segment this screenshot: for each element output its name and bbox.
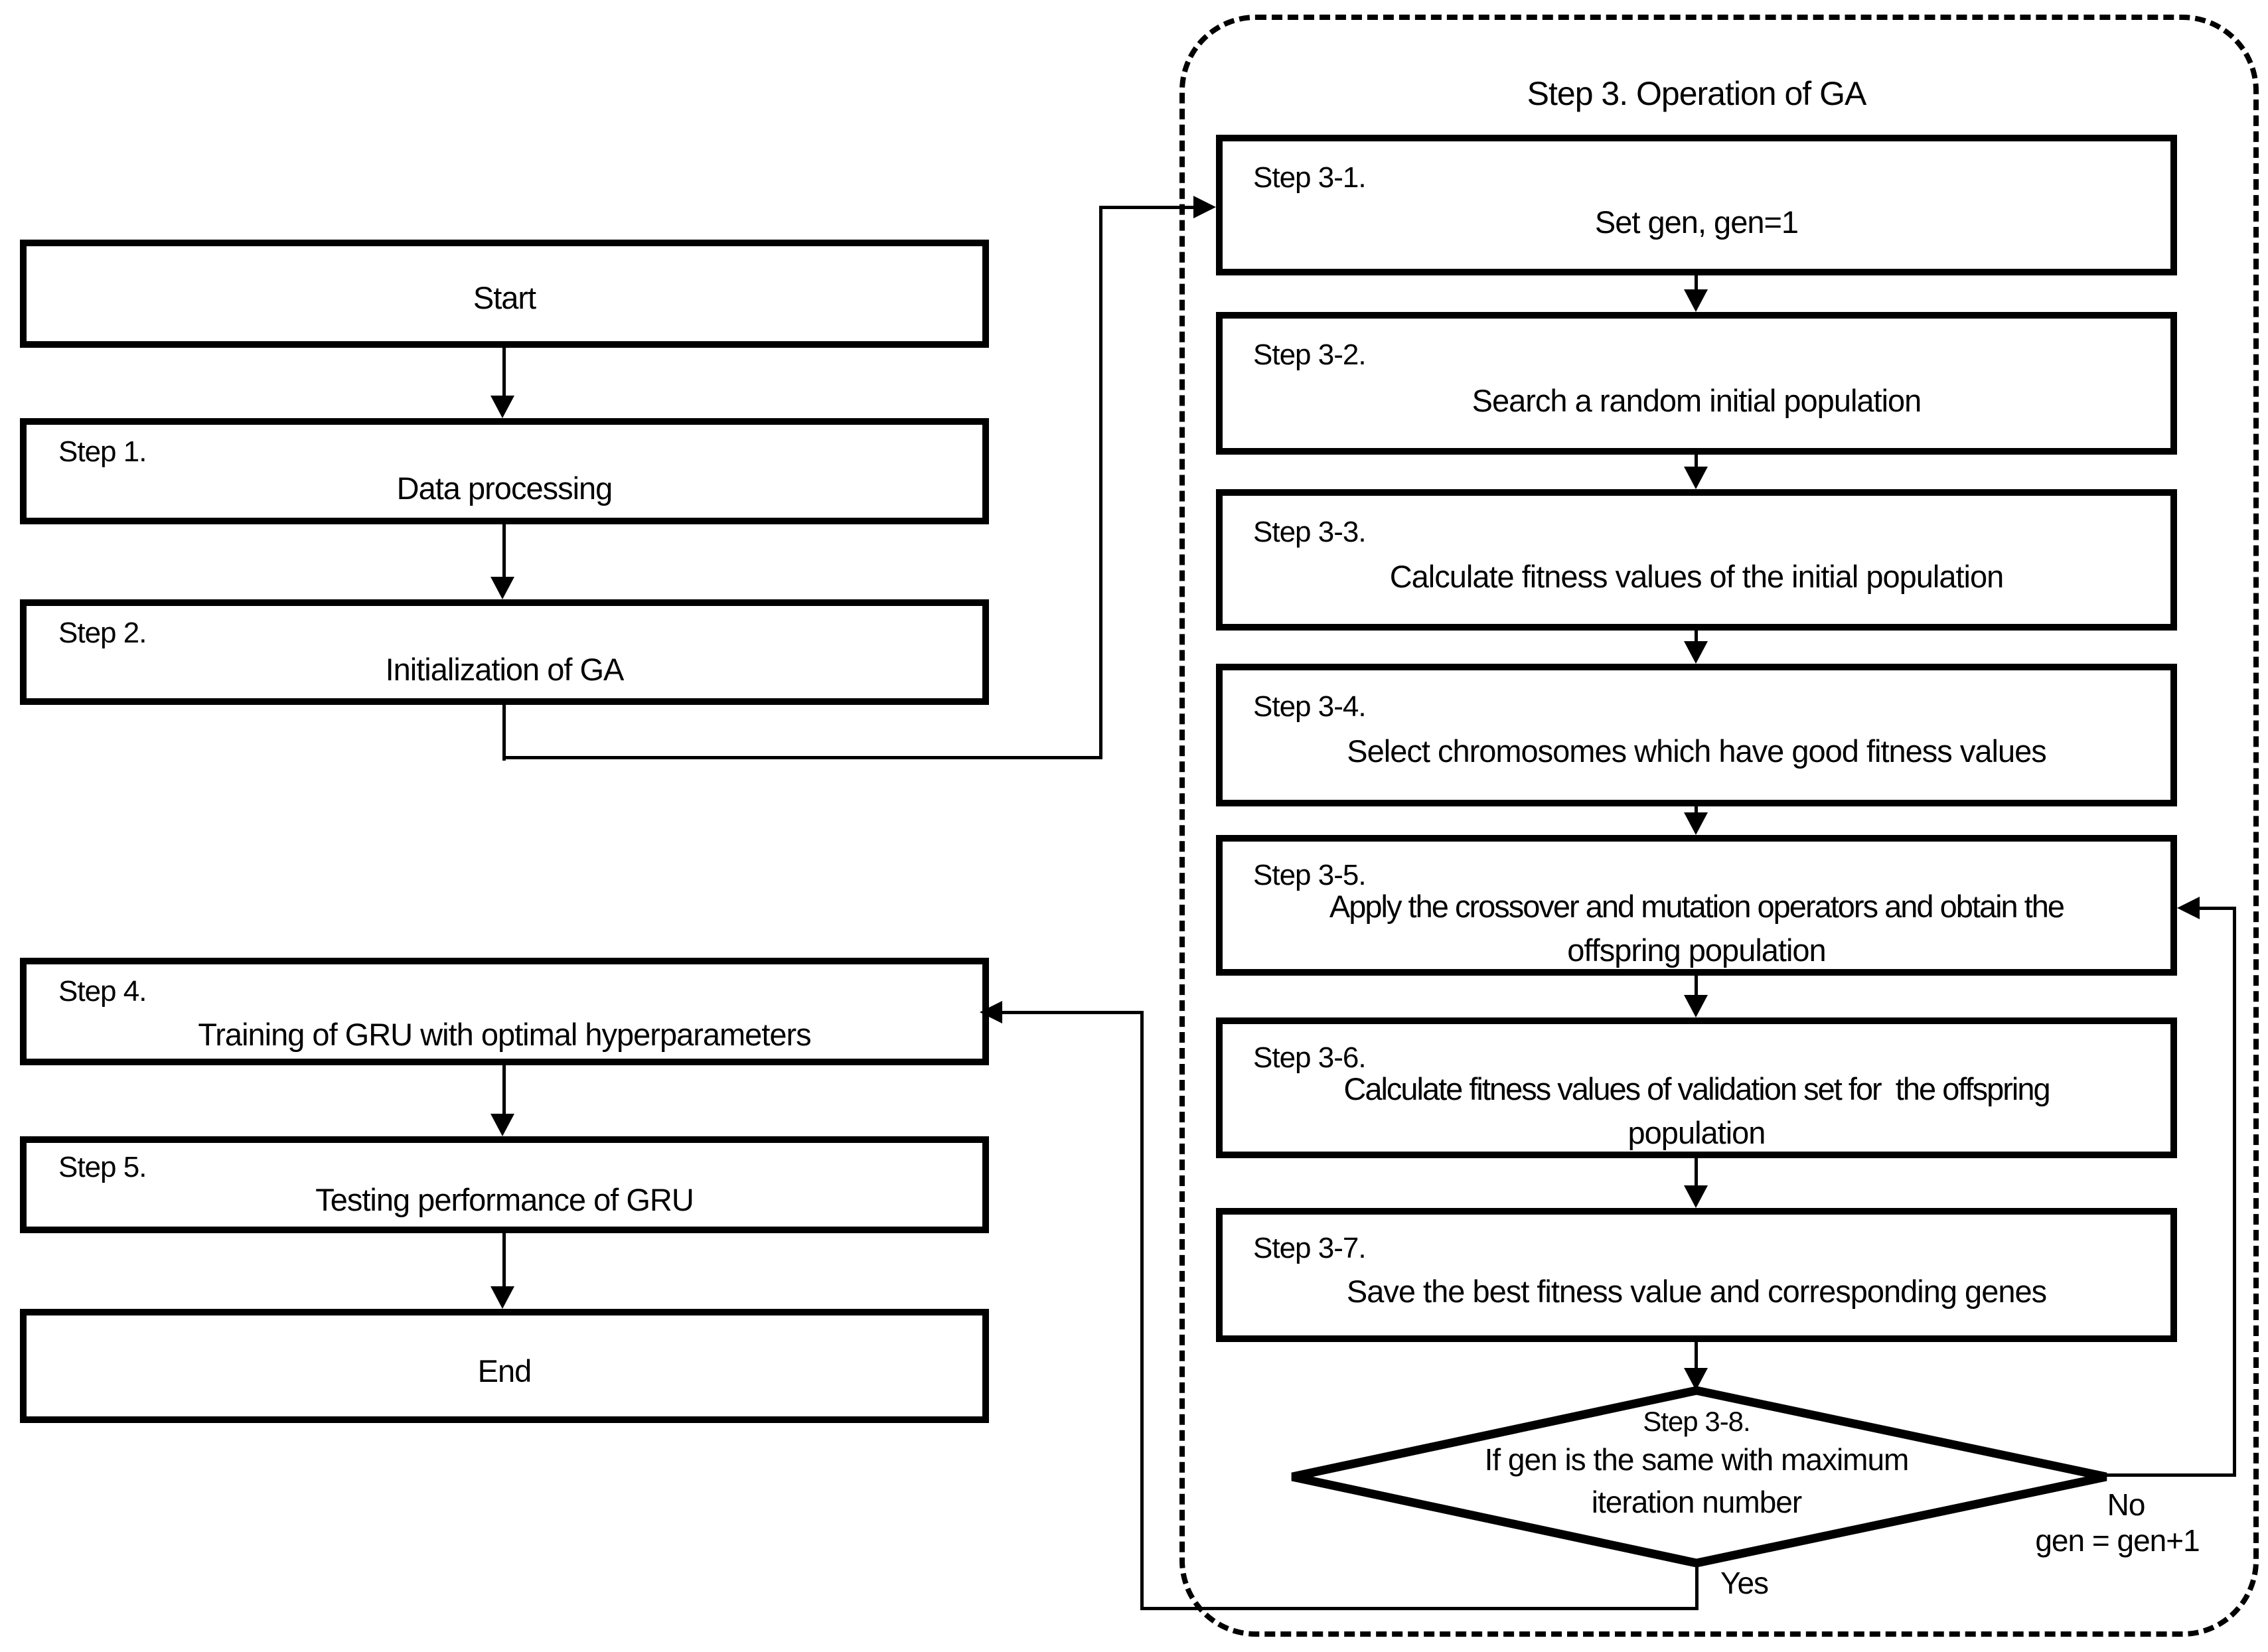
step3-4-label: Step 3-4. bbox=[1253, 690, 1367, 723]
arrow-step3-4-step3-5-head bbox=[1684, 812, 1708, 835]
step3-5-node: Step 3-5. Apply the crossover and mutati… bbox=[1216, 835, 2177, 976]
step3-6-text-line2: population bbox=[1627, 1115, 1766, 1150]
no-label: No bbox=[2107, 1487, 2146, 1522]
step3-7-label: Step 3-7. bbox=[1253, 1232, 1367, 1264]
step1-text: Data processing bbox=[396, 471, 613, 506]
arrow-step3-6-step3-7-line bbox=[1695, 1158, 1698, 1187]
step3-3-label: Step 3-3. bbox=[1253, 516, 1367, 548]
step3-3-node: Step 3-3. Calculate fitness values of th… bbox=[1216, 489, 2177, 631]
step3-4-text: Select chromosomes which have good fitne… bbox=[1347, 733, 2046, 769]
step3-6-node: Step 3-6. Calculate fitness values of va… bbox=[1216, 1017, 2177, 1158]
step1-node: Step 1. Data processing bbox=[20, 418, 989, 524]
arrow-step1-step2-line bbox=[502, 524, 506, 579]
arrow-step1-step2-head bbox=[491, 577, 514, 599]
yes-label: Yes bbox=[1720, 1566, 1769, 1600]
step4-text: Training of GRU with optimal hyperparame… bbox=[198, 1017, 811, 1052]
step3-2-text: Search a random initial population bbox=[1472, 383, 1922, 418]
connector-step2-step3-1-head bbox=[1193, 196, 1216, 218]
step3-5-label: Step 3-5. bbox=[1253, 859, 1367, 891]
step3-6-label: Step 3-6. bbox=[1253, 1041, 1367, 1074]
arrow-step3-5-step3-6-line bbox=[1695, 976, 1698, 997]
step3-7-text: Save the best fitness value and correspo… bbox=[1346, 1274, 2047, 1309]
yes-return-seg1 bbox=[1695, 1561, 1699, 1610]
end-node-text: End bbox=[477, 1353, 532, 1389]
start-node-text: Start bbox=[473, 280, 536, 315]
step3-5-text-line2: offspring population bbox=[1567, 933, 1826, 968]
step3-4-node: Step 3-4. Select chromosomes which have … bbox=[1216, 664, 2177, 806]
step3-7-node: Step 3-7. Save the best fitness value an… bbox=[1216, 1208, 2177, 1342]
arrow-step5-end-head bbox=[491, 1286, 514, 1309]
arrow-step3-7-step3-8-line bbox=[1695, 1342, 1698, 1370]
step4-node: Step 4. Training of GRU with optimal hyp… bbox=[20, 958, 989, 1065]
step3-3-text: Calculate fitness values of the initial … bbox=[1389, 559, 2004, 594]
connector-step2-step3-1-seg1 bbox=[502, 705, 506, 761]
step2-label: Step 2. bbox=[58, 617, 147, 649]
step3-1-label: Step 3-1. bbox=[1253, 161, 1367, 194]
yes-return-seg3 bbox=[1140, 1011, 1144, 1610]
no-loop-seg2 bbox=[2233, 907, 2236, 1476]
step5-text: Testing performance of GRU bbox=[315, 1182, 694, 1217]
ga-dashed-container bbox=[1179, 15, 2259, 1637]
start-node: Start bbox=[20, 240, 989, 348]
no-action-label: gen = gen+1 bbox=[2035, 1523, 2200, 1558]
arrow-step3-4-step3-5-line bbox=[1695, 806, 1698, 816]
connector-step2-step3-1-seg3 bbox=[1099, 206, 1102, 759]
yes-return-head bbox=[980, 1001, 1002, 1023]
step4-label: Step 4. bbox=[58, 975, 147, 1008]
arrow-step3-2-step3-3-line bbox=[1695, 455, 1698, 469]
no-loop-head bbox=[2177, 897, 2200, 919]
yes-return-seg2 bbox=[1140, 1607, 1699, 1610]
step3-5-text-line1: Apply the crossover and mutation operato… bbox=[1329, 889, 2065, 924]
step3-8-text-line1: If gen is the same with maximum bbox=[1484, 1442, 1910, 1477]
arrow-step3-7-step3-8-head bbox=[1684, 1368, 1708, 1390]
step2-text: Initialization of GA bbox=[385, 652, 625, 687]
end-node: End bbox=[20, 1309, 989, 1423]
step3-1-node: Step 3-1. Set gen, gen=1 bbox=[1216, 135, 2177, 275]
arrow-start-step1-line bbox=[502, 348, 506, 400]
arrow-step3-1-step3-2-head bbox=[1684, 289, 1708, 312]
connector-step2-step3-1-seg2 bbox=[502, 756, 1102, 759]
step3-2-label: Step 3-2. bbox=[1253, 338, 1367, 371]
arrow-start-step1-head bbox=[491, 396, 514, 418]
no-loop-seg3 bbox=[2200, 907, 2236, 910]
step3-8-label: Step 3-8. bbox=[1643, 1406, 1750, 1437]
arrow-step3-1-step3-2-line bbox=[1695, 275, 1698, 294]
arrow-step4-step5-head bbox=[491, 1114, 514, 1136]
step2-node: Step 2. Initialization of GA bbox=[20, 599, 989, 705]
arrow-step3-3-step3-4-line bbox=[1695, 631, 1698, 644]
arrow-step5-end-line bbox=[502, 1233, 506, 1289]
connector-step2-step3-1-seg4 bbox=[1099, 206, 1193, 209]
step5-label: Step 5. bbox=[58, 1151, 147, 1183]
step1-label: Step 1. bbox=[58, 435, 147, 468]
arrow-step3-3-step3-4-head bbox=[1684, 641, 1708, 664]
arrow-step3-5-step3-6-head bbox=[1684, 995, 1708, 1017]
step3-2-node: Step 3-2. Search a random initial popula… bbox=[1216, 312, 2177, 455]
step5-node: Step 5. Testing performance of GRU bbox=[20, 1136, 989, 1233]
step3-1-text: Set gen, gen=1 bbox=[1594, 204, 1799, 240]
no-loop-seg1 bbox=[2106, 1473, 2236, 1477]
ga-container-title: Step 3. Operation of GA bbox=[1527, 75, 1867, 112]
yes-return-seg4 bbox=[1002, 1011, 1143, 1014]
step3-8-text-line2: iteration number bbox=[1591, 1485, 1802, 1519]
arrow-step3-2-step3-3-head bbox=[1684, 467, 1708, 489]
step3-6-text-line1: Calculate fitness values of validation s… bbox=[1343, 1071, 2050, 1106]
arrow-step3-6-step3-7-head bbox=[1684, 1185, 1708, 1208]
arrow-step4-step5-line bbox=[502, 1065, 506, 1117]
